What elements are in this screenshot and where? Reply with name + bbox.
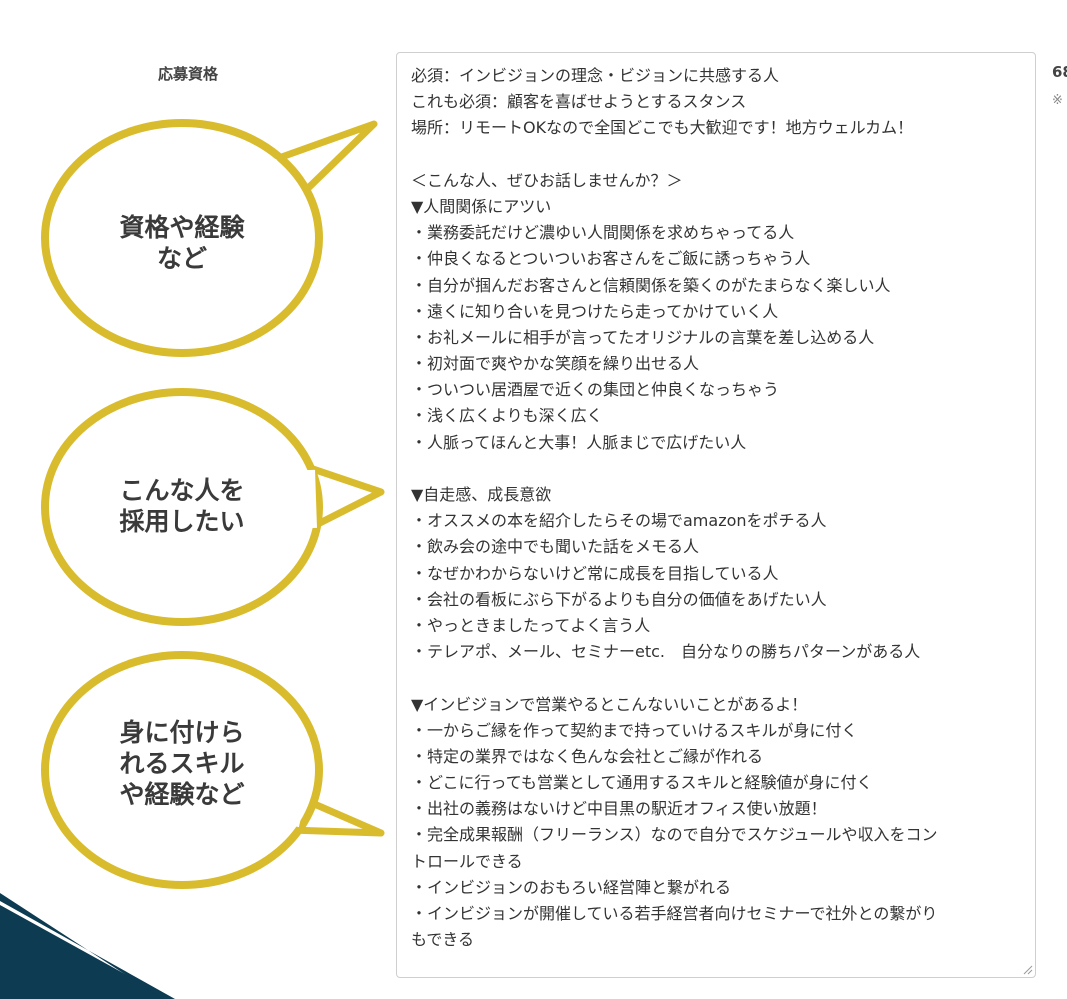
speech-bubble-1	[41, 119, 378, 357]
textarea-line: ・一からご縁を作って契約まで持っていけるスキルが身に付く	[411, 720, 858, 740]
textarea-line: トロールできる	[411, 851, 523, 871]
char-count: 68	[1052, 63, 1067, 81]
textarea-line: ・なぜかわからないけど常に成長を目指している人	[411, 563, 779, 583]
textarea-line: ・会社の看板にぶら下がるよりも自分の価値をあげたい人	[411, 589, 827, 609]
textarea-line	[411, 142, 1021, 168]
resize-grip-icon[interactable]	[1021, 963, 1033, 975]
textarea-line: ▼人間関係にアツい	[411, 196, 552, 216]
textarea-line: ・インビジョンが開催している若手経営者向けセミナーで社外との繋がり	[411, 904, 938, 923]
bubble-3-text: 身に付けら れるスキル や経験など	[119, 718, 245, 809]
char-note: ※	[1052, 93, 1063, 108]
field-label-qualifications: 応募資格	[158, 65, 219, 83]
textarea-line: ＜こんな人、ぜひお話しませんか？＞	[411, 170, 683, 190]
textarea-line: ・浅く広くよりも深く広く	[411, 406, 603, 426]
speech-bubbles	[41, 119, 385, 889]
textarea-line: ・人脈ってほんと大事！人脈まじで広げたい人	[411, 432, 747, 452]
textarea-line: 必須：インビジョンの理念・ビジョンに共感する人	[411, 66, 780, 85]
textarea-line: ・遠くに知り合いを見つけたら走ってかけていく人	[411, 301, 779, 321]
textarea-line: ・インビジョンのおもろい経営陣と繋がれる	[411, 877, 732, 897]
textarea-line	[411, 456, 1021, 482]
textarea-line: ・やっときましたってよく言う人	[411, 615, 651, 635]
textarea-line: ・業務委託だけど濃ゆい人間関係を求めちゃってる人	[411, 223, 795, 243]
textarea-line: ・仲良くなるとついついお客さんをご飯に誘っちゃう人	[411, 249, 811, 269]
textarea-line: ・テレアポ、メール、セミナーetc. 自分なりの勝ちパターンがある人	[411, 642, 921, 662]
textarea-line: ▼自走感、成長意欲	[411, 485, 552, 504]
textarea-line: もできる	[411, 930, 475, 950]
qualifications-textarea[interactable]: 必須：インビジョンの理念・ビジョンに共感する人これも必須：顧客を喜ばせようとする…	[396, 52, 1036, 978]
textarea-line: ・初対面で爽やかな笑顔を繰り出せる人	[411, 354, 700, 374]
textarea-line: ・飲み会の途中でも聞いた話をメモる人	[411, 537, 700, 557]
textarea-line: 場所：リモートOKなので全国どこでも大歓迎です！地方ウェルカム！	[411, 118, 914, 138]
textarea-line	[411, 665, 1021, 691]
bubble-2-text: こんな人を 採用したい	[119, 476, 245, 536]
textarea-line: ・出社の義務はないけど中目黒の駅近オフィス使い放題！	[411, 799, 827, 819]
speech-bubble-3	[41, 651, 385, 889]
textarea-line: ▼インビジョンで営業やるとこんないいことがあるよ！	[411, 694, 808, 714]
textarea-line: ・ついつい居酒屋で近くの集団と仲良くなっちゃう	[411, 380, 780, 400]
textarea-line: これも必須：顧客を喜ばせようとするスタンス	[411, 92, 747, 112]
textarea-line: ・自分が掴んだお客さんと信頼関係を築くのがたまらなく楽しい人	[411, 275, 891, 295]
textarea-line: ・オススメの本を紹介したらその場でamazonをポチる人	[411, 511, 827, 531]
bubble-1-text: 資格や経験 など	[119, 213, 245, 273]
textarea-line: ・どこに行っても営業として通用するスキルと経験値が身に付く	[411, 773, 873, 793]
textarea-line: ・完全成果報酬（フリーランス）なので自分でスケジュールや収入をコン	[411, 825, 938, 845]
corner-stripe-decoration	[0, 893, 175, 999]
textarea-content: 必須：インビジョンの理念・ビジョンに共感する人これも必須：顧客を喜ばせようとする…	[411, 63, 1021, 953]
speech-bubble-2	[41, 388, 385, 626]
textarea-line: ・特定の業界ではなく色んな会社とご縁が作れる	[411, 746, 764, 766]
textarea-line: ・お礼メールに相手が言ってたオリジナルの言葉を差し込める人	[411, 327, 875, 347]
